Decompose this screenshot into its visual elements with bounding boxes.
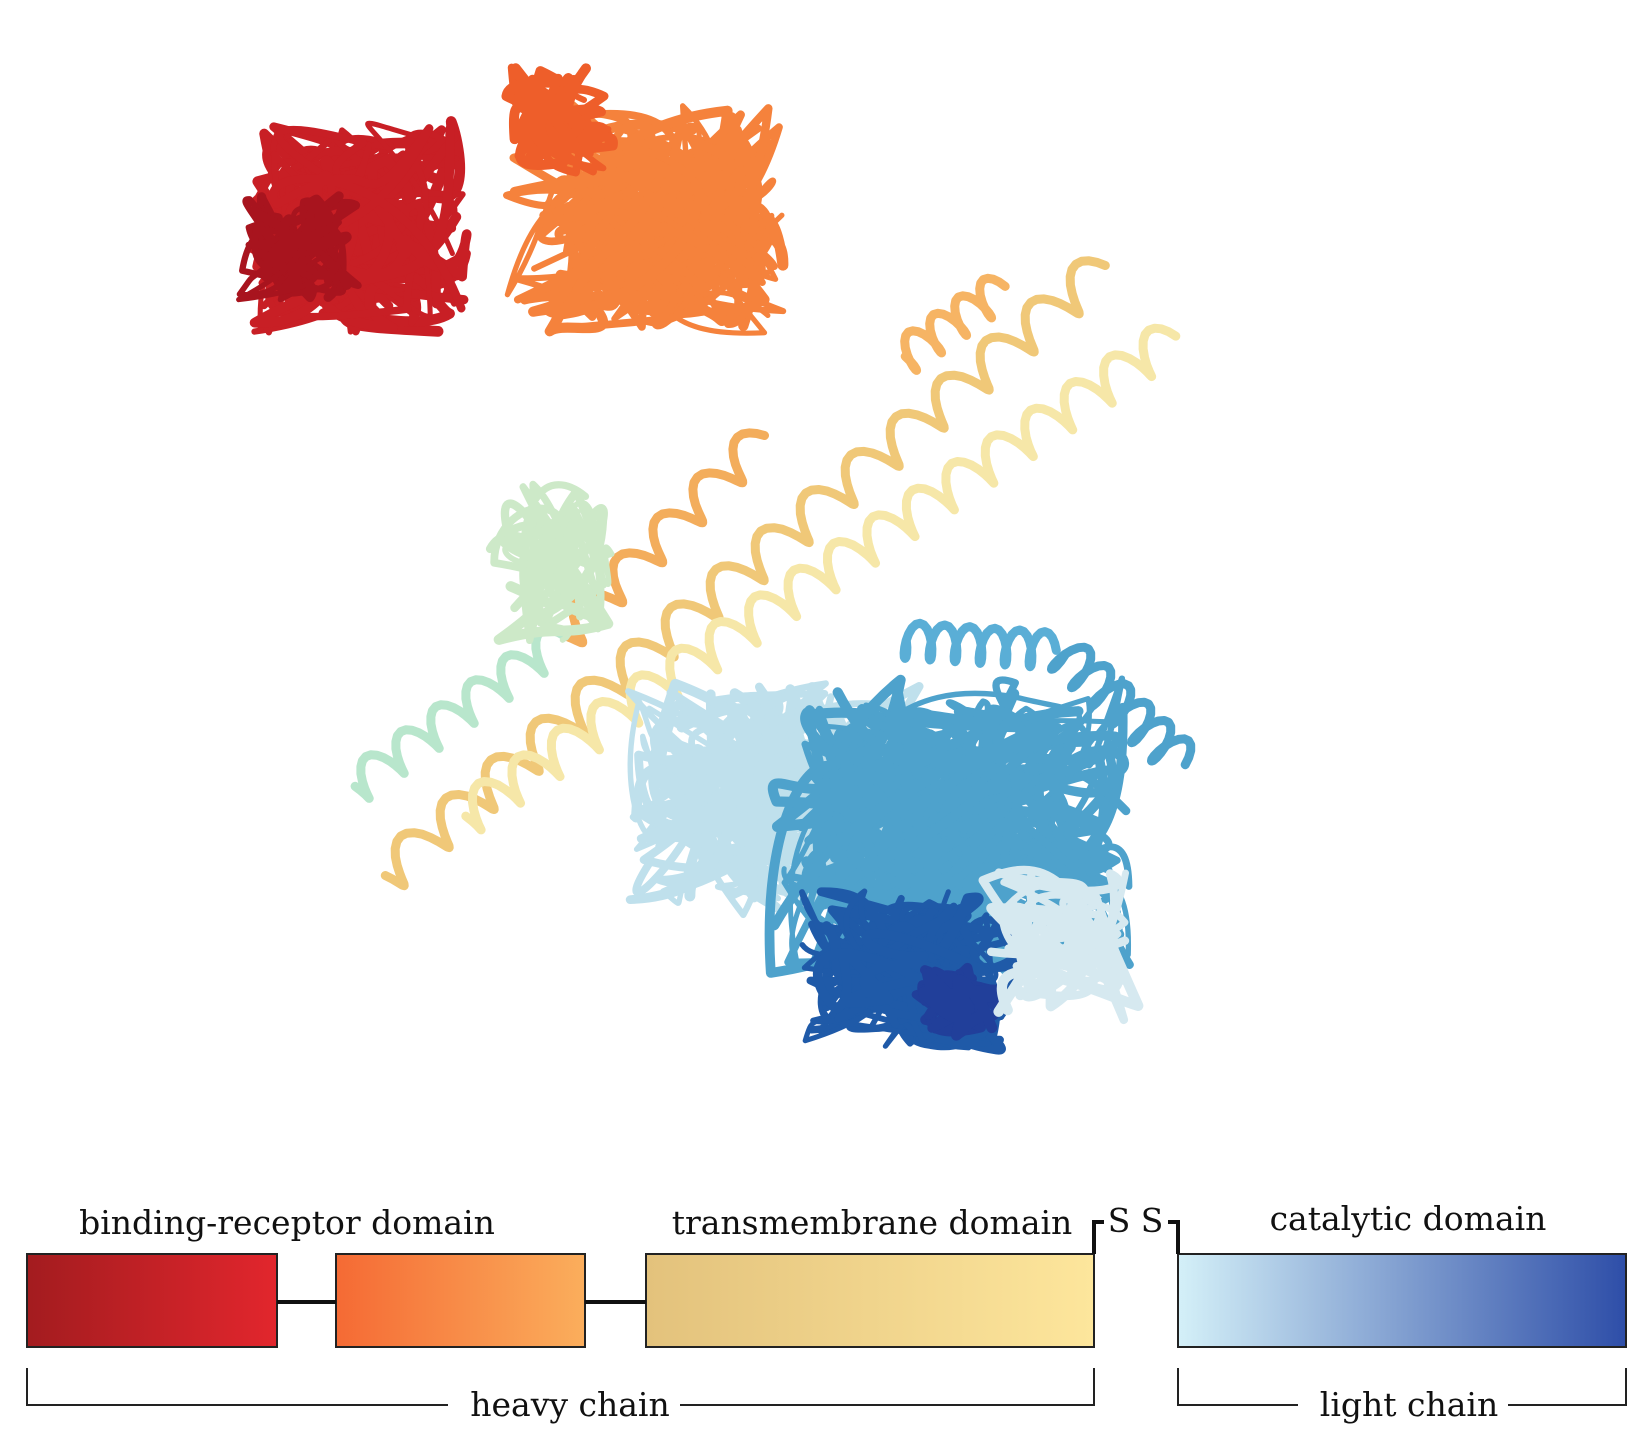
disulfide-bond-left [1092, 1220, 1104, 1254]
protein-ribbon-structure [236, 63, 1196, 1055]
binding-lobe-ribbon [249, 124, 472, 328]
catalytic-helix [899, 618, 1061, 672]
catalytic-ribbon [978, 865, 1130, 1025]
orange-lobe-ribbon [501, 66, 587, 156]
catalytic-ribbon [796, 704, 1117, 853]
binding-domain-box-orange [335, 1253, 586, 1348]
binding-lobe-ribbon [248, 191, 352, 295]
catalytic-helix [1047, 642, 1196, 770]
mint-loop [493, 504, 614, 645]
binding-lobe-ribbon [260, 194, 352, 282]
orange-lobe-ribbon [520, 141, 766, 327]
binding-domain-box-red [26, 1253, 278, 1348]
catalytic-ribbon [1008, 891, 1137, 998]
transmembrane-domain-box [645, 1253, 1095, 1348]
light-chain-bracket [1177, 1368, 1627, 1406]
heavy-chain-bracket [26, 1368, 1095, 1406]
catalytic-domain-box [1177, 1253, 1627, 1348]
binding-domain-label: binding-receptor domain [79, 1203, 495, 1242]
disulfide-bond-right [1168, 1220, 1180, 1254]
transmembrane-domain-label: transmembrane domain [672, 1203, 1073, 1242]
domain-map: S S binding-receptor domain transmembran… [26, 1199, 1627, 1424]
binding-lobe-ribbon [236, 197, 345, 303]
disulfide-label-right: S [1141, 1201, 1164, 1240]
mint-helix [350, 625, 570, 803]
catalytic-helix [882, 716, 1032, 784]
heavy-chain-label: heavy chain [470, 1385, 669, 1424]
light-chain-label: light chain [1320, 1385, 1498, 1424]
catalytic-ribbon [918, 968, 1006, 1041]
disulfide-label-left: S [1108, 1201, 1131, 1240]
transmembrane-helix [380, 256, 1110, 891]
transmembrane-helix [461, 323, 1181, 835]
catalytic-domain-label: catalytic domain [1270, 1199, 1547, 1238]
transmembrane-helix [900, 273, 1010, 375]
binding-lobe-ribbon [265, 125, 425, 321]
binding-lobe-ribbon [268, 124, 466, 313]
